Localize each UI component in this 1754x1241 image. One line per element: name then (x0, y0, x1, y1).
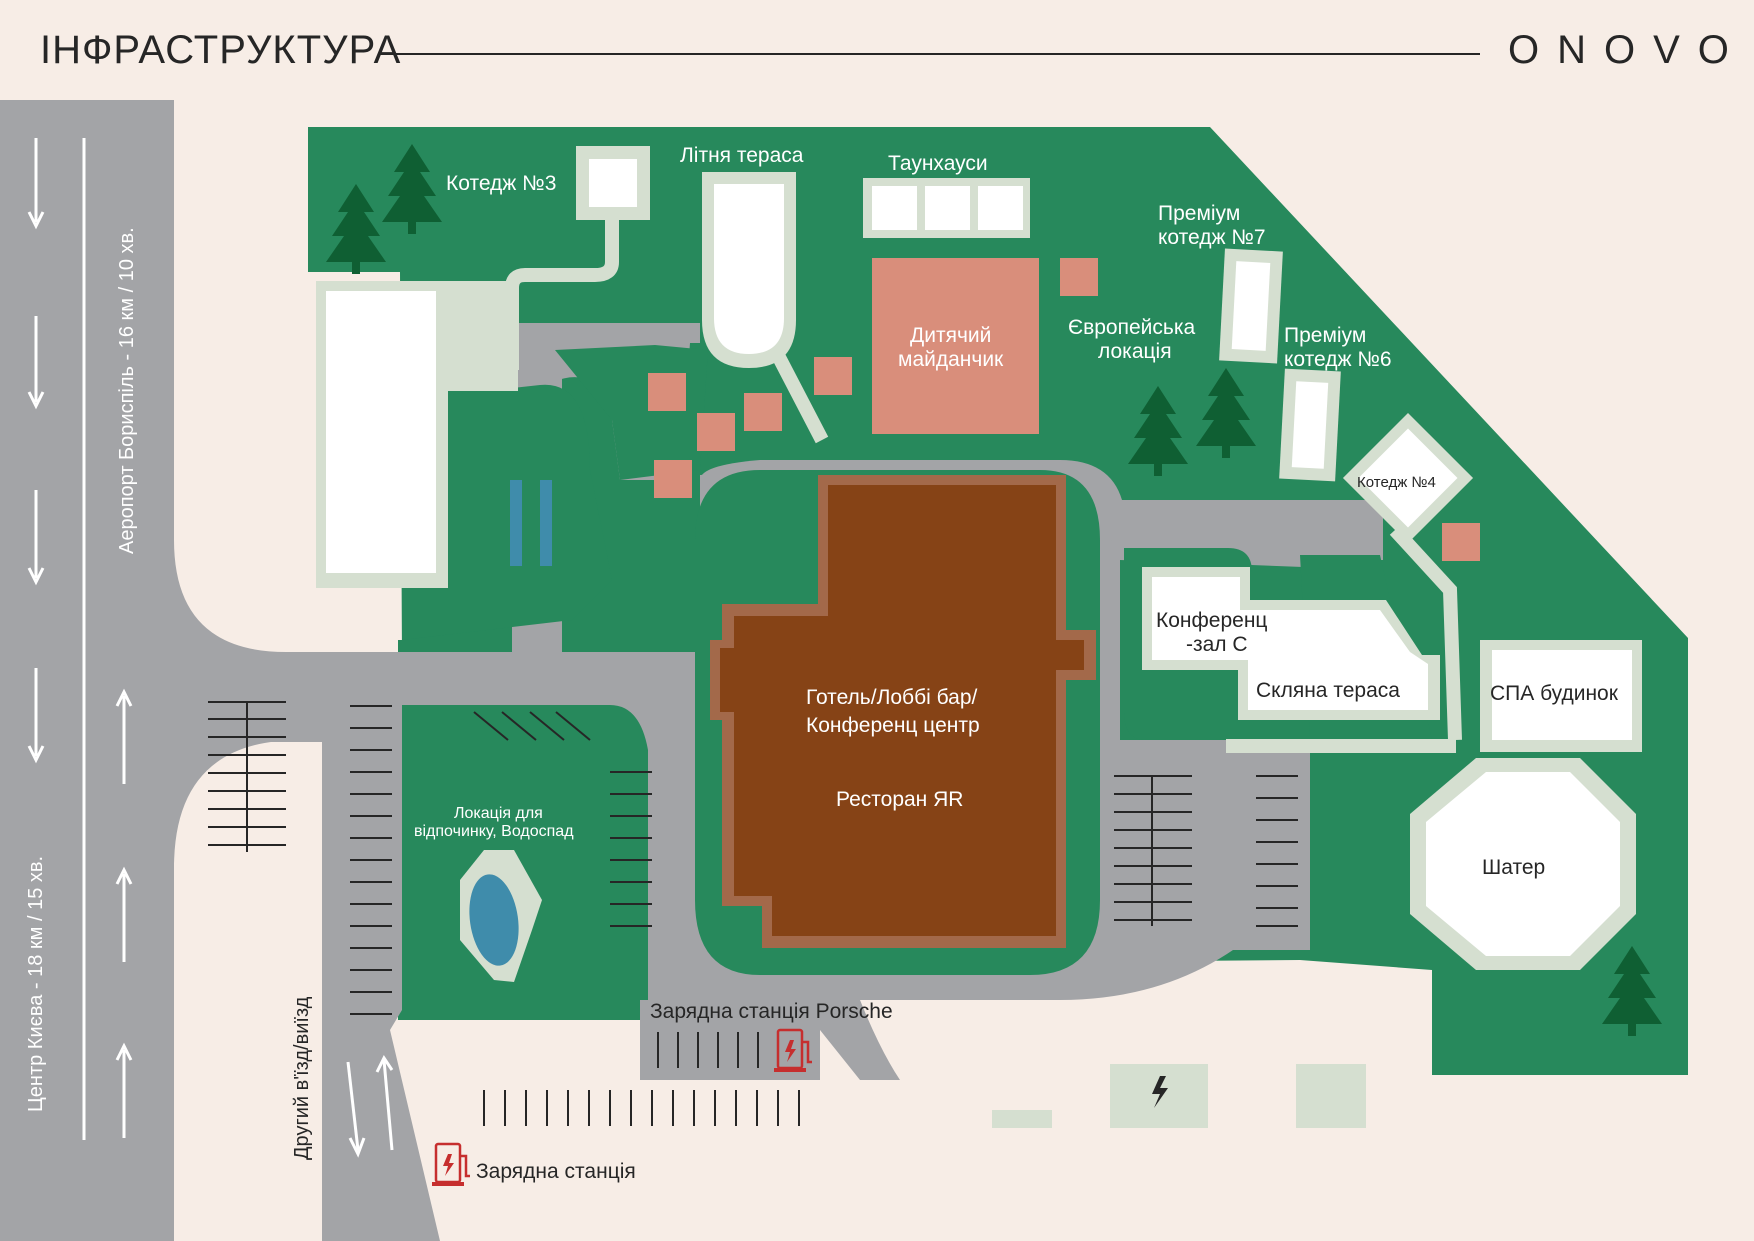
premium-7-label-line2: котедж №7 (1158, 226, 1266, 249)
lightning-icon (1152, 1076, 1168, 1108)
road-markings (27, 138, 394, 1158)
pads (992, 1064, 1366, 1128)
pool-lanes (510, 480, 552, 566)
conference-building (1142, 567, 1440, 720)
hotel-building (710, 475, 1096, 948)
porsche-charging-label: Зарядна станція Porsche (650, 1000, 893, 1023)
townhouses-building (863, 178, 1030, 238)
tent-building (1410, 758, 1636, 970)
small-pink-squares (648, 258, 1480, 561)
european-label-line2: локація (1098, 340, 1172, 363)
conference-c-label-line2: -зал С (1186, 633, 1248, 656)
premium-cottage-6-building (1279, 368, 1341, 482)
cottage-3-label: Котедж №3 (446, 172, 556, 195)
playground-label-line2: майданчик (898, 348, 1004, 371)
premium-6-label-line2: котедж №6 (1284, 348, 1392, 371)
map-labels-dark: Котедж №4 Конференц -зал С Скляна тераса… (476, 474, 1619, 1183)
map-labels: Котедж №3 Літня тераса Таунхауси Преміум… (414, 144, 1392, 840)
conference-c-label-line1: Конференц (1156, 609, 1267, 632)
rest-location-label-line2: відпочинку, Водоспад (414, 823, 574, 840)
rest-location-waterfall (460, 850, 542, 982)
road-labels: Аеропорт Бориспіль - 16 км / 10 хв. Цент… (25, 227, 313, 1160)
kyiv-road-label: Центр Києва - 18 км / 15 хв. (25, 856, 47, 1112)
premium-6-label-line1: Преміум (1284, 324, 1366, 347)
cottage-4-label: Котедж №4 (1357, 474, 1436, 491)
townhouses-label: Таунхауси (888, 152, 988, 175)
spa-label: СПА будинок (1490, 682, 1619, 705)
parking-lots (208, 701, 1298, 1126)
premium-cottage-7-building (1219, 248, 1283, 364)
rest-location-label-line1: Локація для (454, 805, 543, 822)
charging-label: Зарядна станція (476, 1160, 636, 1183)
page-title: ІНФРАСТРУКТУРА (40, 28, 402, 72)
playground-label-line1: Дитячий (910, 324, 991, 347)
hotel-label-line1: Готель/Лоббі бар/ (806, 686, 977, 709)
european-label-line1: Європейська (1068, 316, 1195, 339)
header-divider (392, 53, 1480, 55)
second-entrance-label: Другий в'їзд/виїзд (291, 996, 313, 1160)
cottage-3-building (576, 146, 650, 220)
parking-building-left (316, 281, 518, 588)
glass-terrace-label: Скляна тераса (1256, 679, 1400, 702)
airport-road-label: Аеропорт Бориспіль - 16 км / 10 хв. (116, 227, 138, 554)
summer-terrace-building (702, 172, 796, 368)
brand-logo: ONOVO (1508, 28, 1747, 72)
spa-building (1480, 640, 1642, 752)
premium-7-label-line1: Преміум (1158, 202, 1240, 225)
summer-terrace-label: Літня тераса (680, 144, 804, 167)
playground-area (872, 258, 1039, 434)
restaurant-label: Ресторан ЯR (836, 788, 963, 811)
hotel-label-line2: Конференц центр (806, 714, 980, 737)
tent-label: Шатер (1482, 856, 1545, 879)
cottage-4-building (1342, 412, 1474, 544)
